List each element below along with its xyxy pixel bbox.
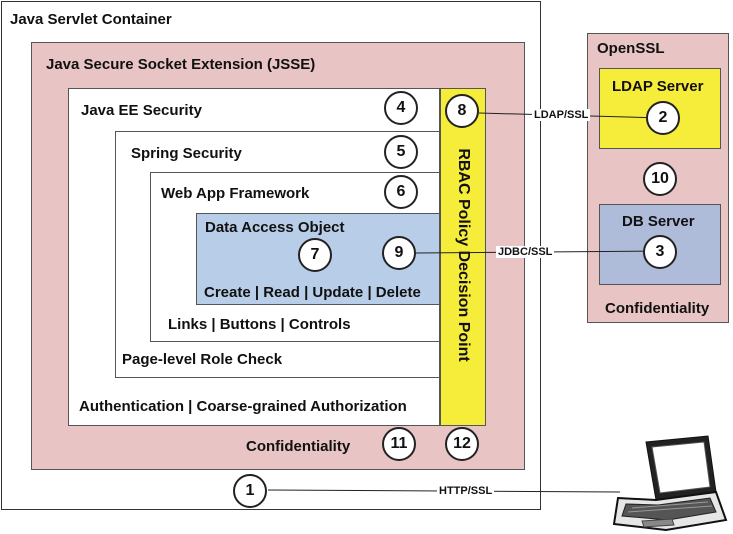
circle-4: 4 [384, 91, 418, 125]
db-server-label: DB Server [622, 213, 695, 230]
ldap-server-label: LDAP Server [612, 78, 704, 95]
circle-8: 8 [445, 94, 479, 128]
circle-1: 1 [233, 474, 267, 508]
http-ssl-label: HTTP/SSL [437, 485, 495, 497]
circle-3: 3 [643, 235, 677, 269]
crud-label: Create | Read | Update | Delete [204, 284, 421, 301]
circle-11: 11 [382, 427, 416, 461]
servlet-container-title: Java Servlet Container [10, 11, 172, 28]
openssl-title: OpenSSL [597, 40, 665, 57]
rbac-bar [440, 88, 486, 426]
links-label: Links | Buttons | Controls [168, 316, 351, 333]
spring-security-label: Spring Security [131, 145, 242, 162]
webapp-framework-label: Web App Framework [161, 185, 310, 202]
javaee-security-label: Java EE Security [81, 102, 202, 119]
page-role-label: Page-level Role Check [122, 351, 283, 368]
circle-5: 5 [384, 135, 418, 169]
circle-6: 6 [384, 175, 418, 209]
db-server-box [599, 204, 721, 285]
laptop-icon [612, 435, 728, 532]
circle-2: 2 [646, 101, 680, 135]
jsse-title: Java Secure Socket Extension (JSSE) [46, 56, 316, 73]
ldap-ssl-label: LDAP/SSL [532, 109, 591, 121]
openssl-confidentiality-label: Confidentiality [605, 300, 710, 317]
auth-label: Authentication | Coarse-grained Authoriz… [79, 398, 407, 415]
circle-12: 12 [445, 427, 479, 461]
circle-9: 9 [382, 236, 416, 270]
jsse-confidentiality-label: Confidentiality [246, 438, 351, 455]
circle-7: 7 [298, 238, 332, 272]
circle-10: 10 [643, 162, 677, 196]
jdbc-ssl-label: JDBC/SSL [496, 246, 555, 258]
dao-label: Data Access Object [205, 219, 345, 236]
